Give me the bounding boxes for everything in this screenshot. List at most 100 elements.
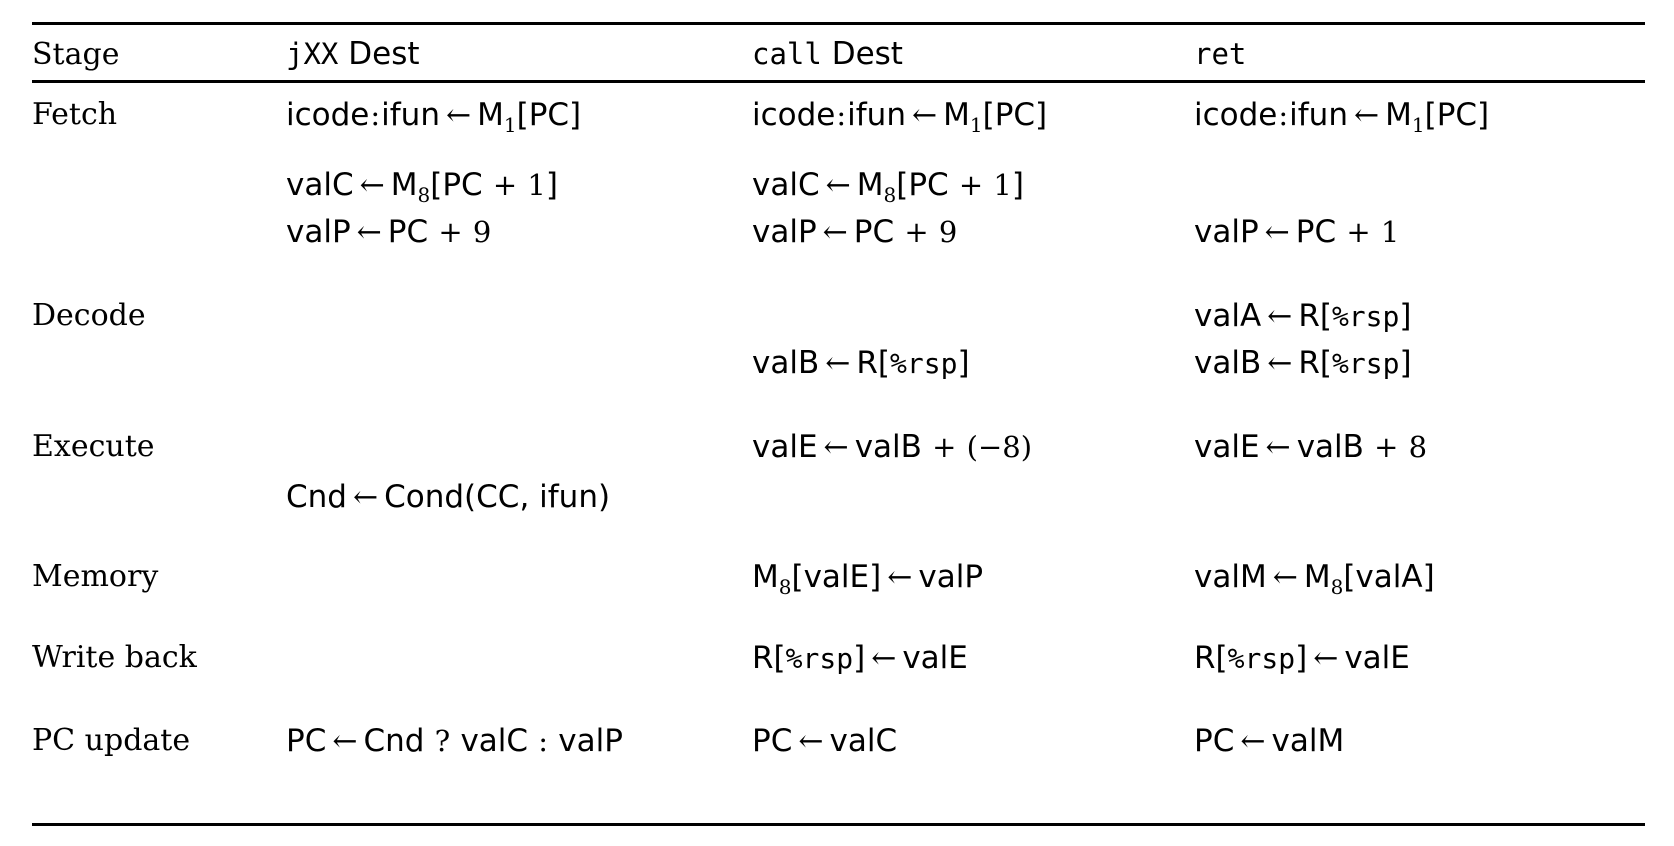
assign-arrow-icon: ← — [1267, 299, 1293, 334]
rhs-mem-read: M1[PC] — [477, 97, 582, 137]
assign-arrow-icon: ← — [1240, 724, 1266, 759]
lhs-pc: PC — [1194, 723, 1235, 759]
lhs-vale: valE — [752, 429, 818, 465]
assign-arrow-icon: ← — [445, 98, 472, 133]
lhs-icode-ifun: icode:ifun — [752, 97, 906, 133]
cell-fetch-jxx-valc: valC←M8[PC + 1] — [286, 166, 558, 205]
stage-label-pcupdate: PC update — [32, 723, 191, 758]
lhs-mem-write: M8[valE] — [752, 559, 882, 599]
cell-execute-call-vale: valE←valB + (−8) — [752, 428, 1032, 467]
assign-arrow-icon: ← — [871, 641, 897, 676]
lhs-cnd: Cnd — [286, 479, 347, 515]
lhs-valm: valM — [1194, 559, 1267, 595]
cell-fetch-ret-valp: valP←PC + 1 — [1194, 213, 1399, 252]
assign-arrow-icon: ← — [1267, 346, 1293, 381]
cell-writeback-ret: R[%rsp]←valE — [1194, 639, 1410, 678]
lhs-icode-ifun: icode:ifun — [286, 97, 440, 133]
cell-decode-call-valb: valB←R[%rsp] — [752, 344, 970, 383]
assign-arrow-icon: ← — [1272, 560, 1298, 595]
stage-label-execute: Execute — [32, 429, 155, 464]
stage-label-writeback: Write back — [32, 640, 197, 675]
lhs-vale: valE — [1194, 429, 1260, 465]
rhs-vale: valE — [902, 640, 968, 676]
lhs-valc: valC — [286, 167, 354, 203]
stage-label-decode: Decode — [32, 298, 146, 333]
cell-decode-ret-valb: valB←R[%rsp] — [1194, 344, 1412, 383]
rhs-mem-read: M1[PC] — [1385, 97, 1490, 137]
rhs-valp: valP — [918, 559, 984, 595]
assign-arrow-icon: ← — [1265, 430, 1291, 465]
lhs-pc: PC — [752, 723, 793, 759]
cell-writeback-call: R[%rsp]←valE — [752, 639, 968, 678]
lhs-valp: valP — [286, 214, 351, 250]
cell-pcupdate-call: PC←valC — [752, 722, 897, 761]
table-bottom-rule — [32, 823, 1645, 826]
assign-arrow-icon: ← — [825, 346, 851, 381]
rhs-valm: valM — [1271, 723, 1345, 759]
assign-arrow-icon: ← — [356, 215, 382, 250]
rhs-reg-read: R[%rsp] — [856, 345, 970, 381]
rhs-mem-read: M8[valA] — [1303, 559, 1435, 599]
lhs-valb: valB — [1194, 345, 1262, 381]
cell-pcupdate-jxx: PC←Cnd ? valC : valP — [286, 722, 623, 761]
assign-arrow-icon: ← — [822, 215, 848, 250]
cell-fetch-jxx-icode: icode:ifun←M1[PC] — [286, 96, 581, 135]
assign-arrow-icon: ← — [911, 98, 938, 133]
column-header-call-mnemonic: call — [752, 37, 822, 71]
cell-execute-jxx-cnd: Cnd←Cond(CC, ifun) — [286, 478, 610, 517]
cell-fetch-ret-icode: icode:ifun←M1[PC] — [1194, 96, 1489, 135]
cell-fetch-call-icode: icode:ifun←M1[PC] — [752, 96, 1047, 135]
lhs-valc: valC — [752, 167, 820, 203]
rhs-cond-fn: Cond(CC, ifun) — [384, 479, 611, 515]
column-header-stage-label: Stage — [32, 37, 120, 72]
lhs-valb: valB — [752, 345, 820, 381]
assign-arrow-icon: ← — [352, 480, 379, 515]
assign-arrow-icon: ← — [887, 560, 913, 595]
column-header-ret-mnemonic: ret — [1194, 37, 1247, 71]
cell-fetch-jxx-valp: valP←PC + 9 — [286, 213, 491, 252]
cell-pcupdate-ret: PC←valM — [1194, 722, 1344, 761]
assign-arrow-icon: ← — [1313, 641, 1339, 676]
column-header-jxx-operand: Dest — [338, 36, 420, 72]
rhs-ternary: Cnd ? valC : valP — [363, 723, 623, 759]
column-header-jxx-mnemonic: jXX — [286, 37, 339, 71]
column-header-call: call Dest — [752, 34, 903, 74]
rhs-pc-plus: PC + 9 — [853, 214, 958, 250]
stage-label-fetch: Fetch — [32, 97, 118, 132]
lhs-vala: valA — [1194, 298, 1262, 334]
rhs-valc: valC — [829, 723, 898, 759]
column-header-ret: ret — [1194, 34, 1246, 74]
cell-memory-ret-load: valM←M8[valA] — [1194, 558, 1435, 597]
column-header-call-operand: Dest — [821, 36, 903, 72]
table-top-rule — [32, 22, 1645, 25]
lhs-pc: PC — [286, 723, 327, 759]
rhs-alu: valB + (−8) — [854, 429, 1033, 465]
lhs-valp: valP — [752, 214, 817, 250]
lhs-valp: valP — [1194, 214, 1259, 250]
cell-memory-call-store: M8[valE]←valP — [752, 558, 983, 597]
cell-fetch-call-valp: valP←PC + 9 — [752, 213, 957, 252]
assign-arrow-icon: ← — [332, 724, 358, 759]
assign-arrow-icon: ← — [823, 430, 849, 465]
rhs-pc-plus: PC + 1 — [1295, 214, 1400, 250]
rhs-vale: valE — [1344, 640, 1410, 676]
lhs-icode-ifun: icode:ifun — [1194, 97, 1348, 133]
assign-arrow-icon: ← — [1264, 215, 1290, 250]
stage-label-memory: Memory — [32, 559, 159, 594]
rhs-mem-read: M8[PC + 1] — [856, 167, 1024, 207]
rhs-mem-read: M1[PC] — [943, 97, 1048, 137]
assign-arrow-icon: ← — [359, 168, 385, 203]
table-header-rule — [32, 80, 1645, 83]
column-header-stage: Stage — [32, 34, 119, 75]
rhs-reg-read: R[%rsp] — [1298, 345, 1412, 381]
cell-decode-ret-vala: valA←R[%rsp] — [1194, 297, 1412, 336]
assign-arrow-icon: ← — [1353, 98, 1380, 133]
rhs-pc-plus: PC + 9 — [387, 214, 492, 250]
lhs-reg-write: R[%rsp] — [752, 640, 866, 676]
assign-arrow-icon: ← — [825, 168, 851, 203]
column-header-jxx: jXX Dest — [286, 34, 420, 74]
rhs-alu: valB + 8 — [1296, 429, 1428, 465]
cell-fetch-call-valc: valC←M8[PC + 1] — [752, 166, 1024, 205]
assign-arrow-icon: ← — [798, 724, 824, 759]
